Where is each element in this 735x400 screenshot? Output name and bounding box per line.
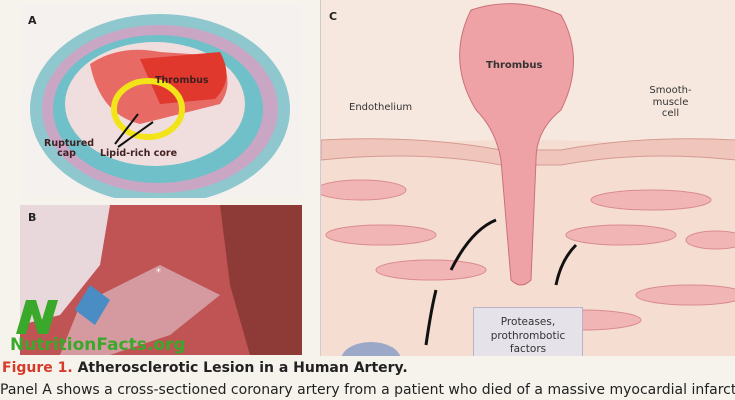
thrombus-label-c: Thrombus [486,60,543,71]
logo-text: NutritionFacts.org [10,335,186,355]
panel-c-illustration: C Thrombus Endothelium Smooth-muscle cel… [320,0,735,356]
figure-caption: Figure 1. Atherosclerotic Lesion in a Hu… [0,358,735,400]
panel-b-histology: B * [20,205,302,355]
panel-c-label: C [329,10,338,23]
panel-b-label: B [28,211,37,224]
smooth-muscle-label: Smooth-muscle cell [649,85,692,119]
caption-title: Figure 1. Atherosclerotic Lesion in a Hu… [2,360,408,376]
proteases-box: Proteases, prothrombotic factors [473,307,583,356]
tissue-closeup-image [20,205,302,355]
thrombus-label: Thrombus [155,75,209,86]
panel-a-label: A [28,14,37,27]
logo-n-icon [16,300,58,334]
asterisk-marker: * [156,267,161,278]
figure-title: Atherosclerotic Lesion in a Human Artery… [77,360,408,376]
endothelium-label: Endothelium [349,102,413,113]
ruptured-cap-label: Ruptured cap [44,138,95,159]
figure-number: Figure 1. [2,360,73,376]
artery-cross-section-image [30,14,290,198]
thrombus-illustration [321,3,735,356]
lipid-core-label: Lipid-rich core [100,148,178,159]
caption-body: Panel A shows a cross-sectioned coronary… [0,382,735,398]
nutritionfacts-logo: NutritionFacts.org [0,296,200,356]
panel-a-histology: A Thrombus Ruptured cap Lipid-rich core [20,4,302,198]
